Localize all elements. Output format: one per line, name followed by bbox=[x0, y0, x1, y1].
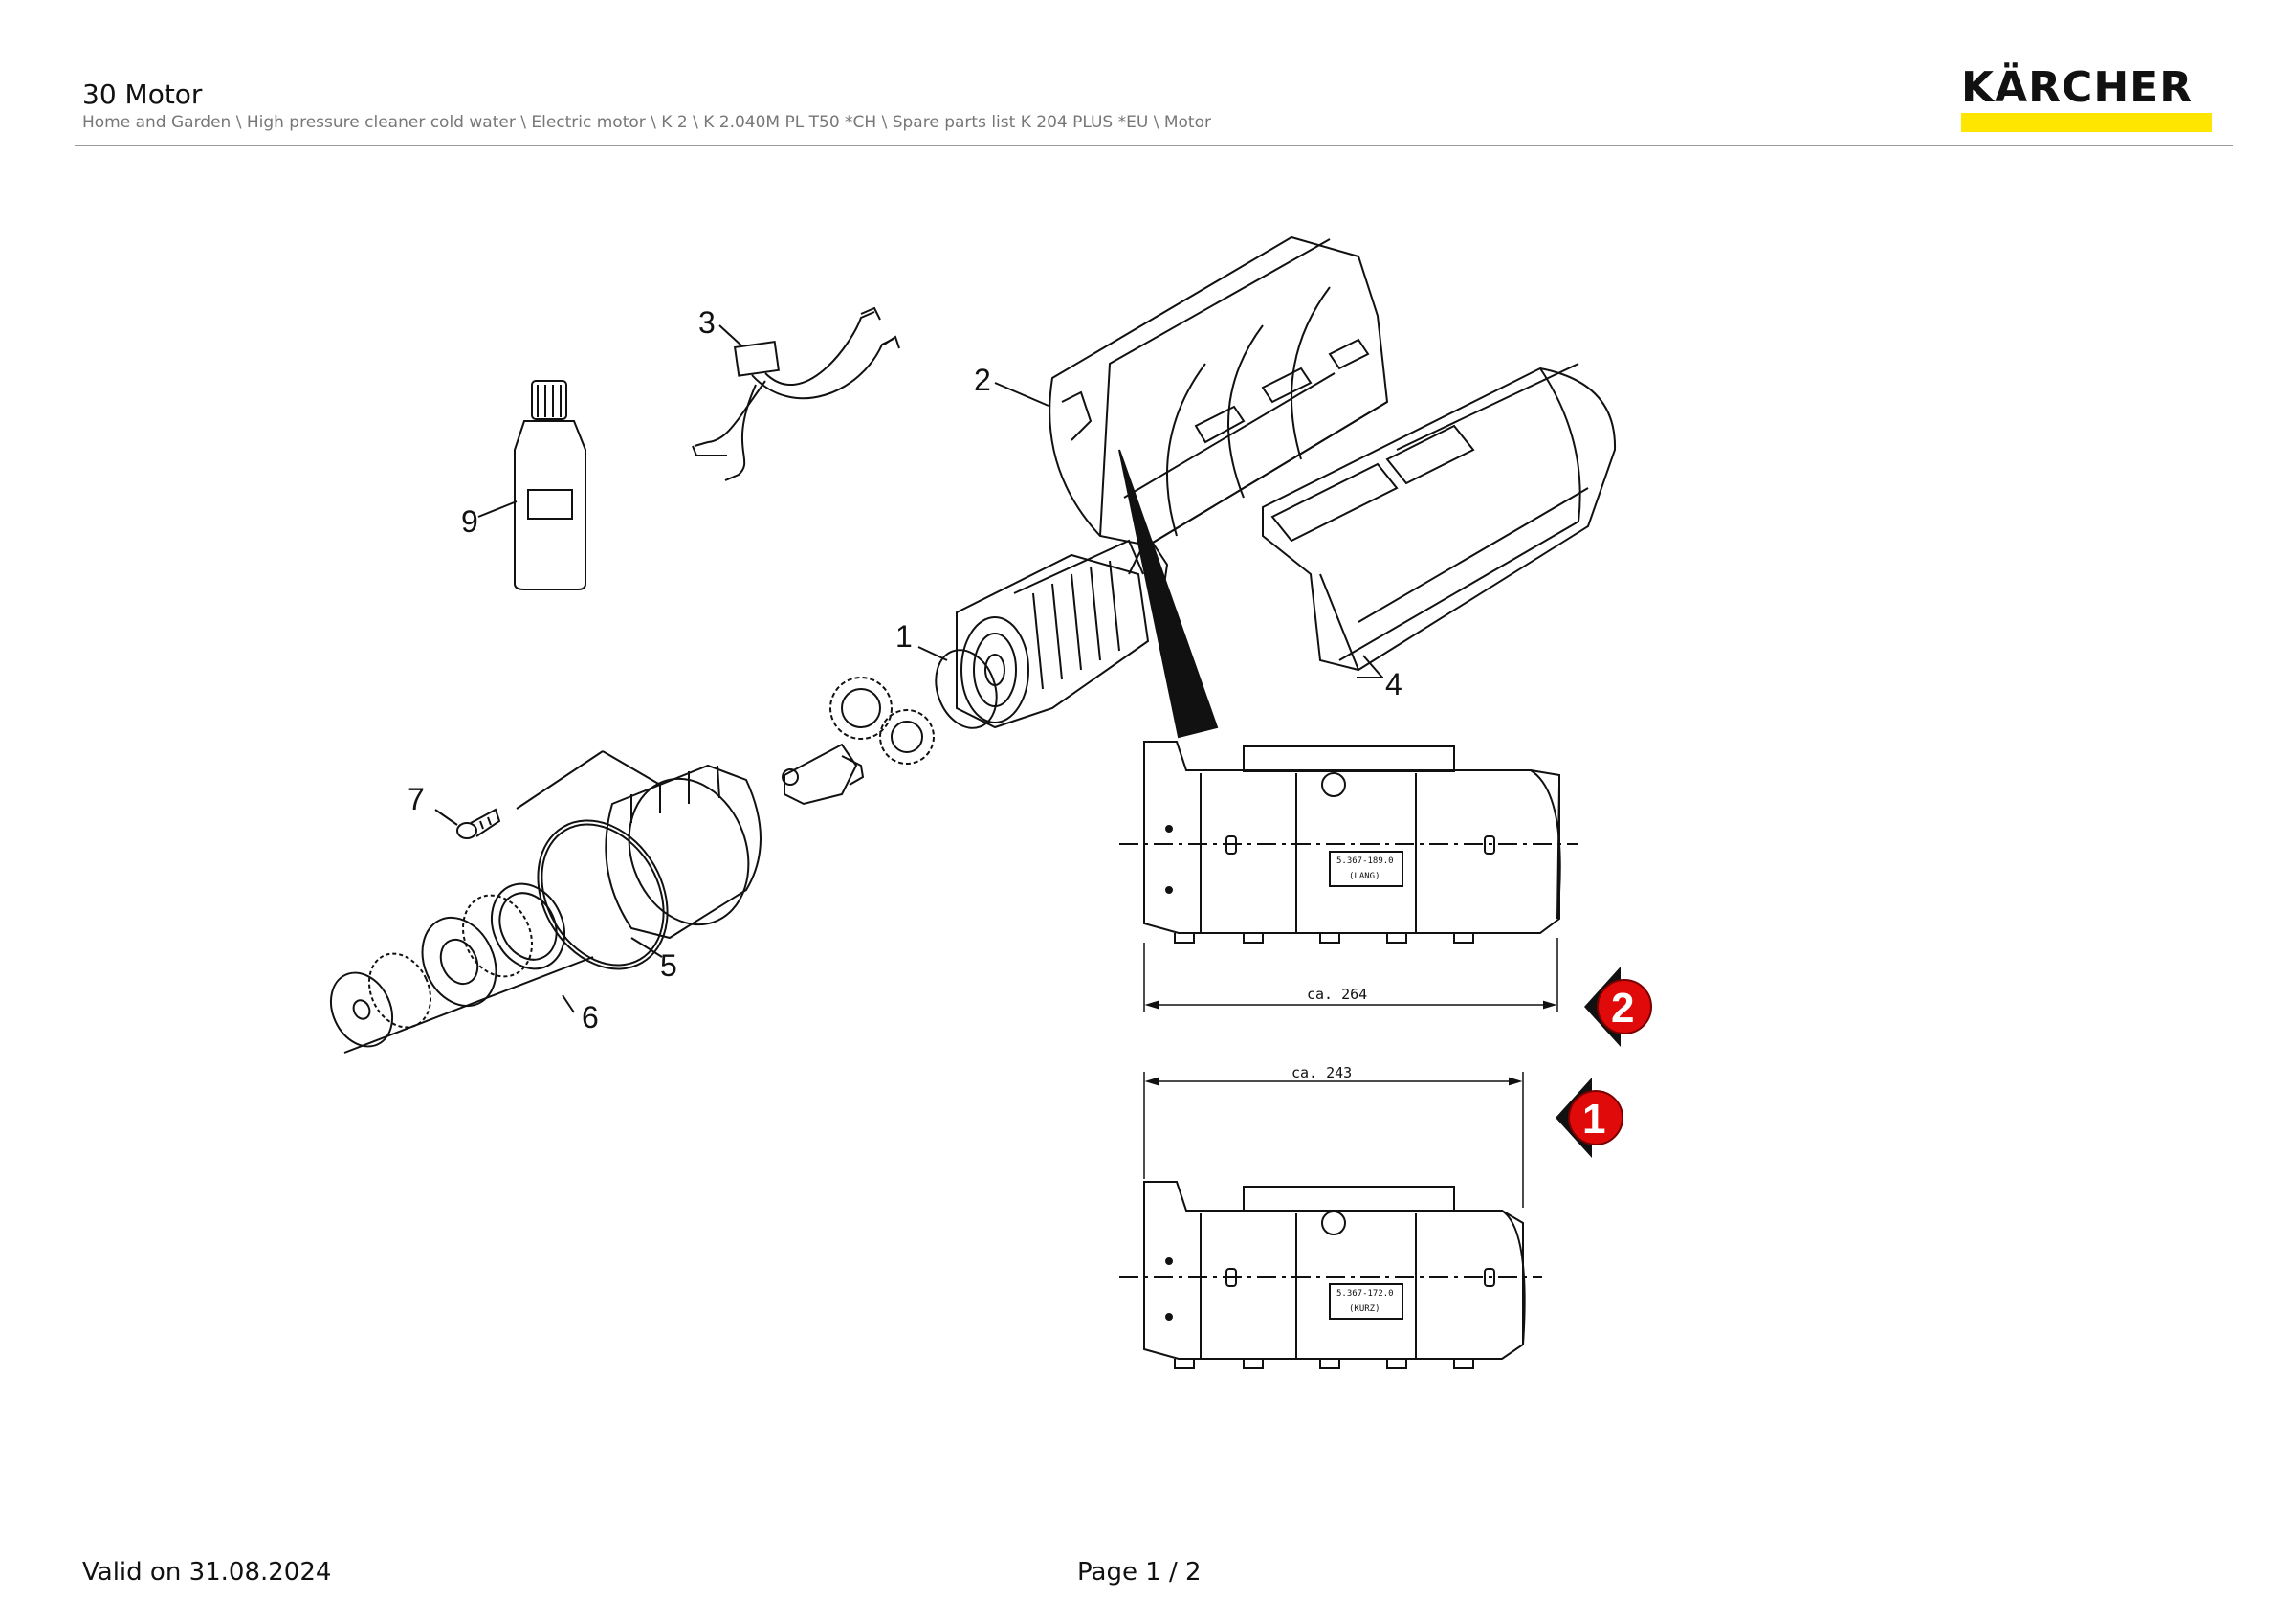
part-4-housing-half bbox=[1262, 363, 1617, 678]
short-part-number: 5.367-172.0 bbox=[1336, 1289, 1394, 1299]
callout-9: 9 bbox=[461, 504, 478, 539]
long-version-outline bbox=[1119, 741, 1578, 1012]
breadcrumb: Home and Garden \ High pressure cleaner … bbox=[82, 113, 1211, 132]
short-variant-label: (KURZ) bbox=[1349, 1304, 1380, 1314]
callout-2: 2 bbox=[974, 363, 991, 397]
part-2-housing-half bbox=[994, 235, 1389, 547]
logo-yellow-bar bbox=[1961, 113, 2212, 132]
callout-5: 5 bbox=[660, 948, 677, 983]
part-5-pump-housing bbox=[516, 750, 762, 970]
valid-date: Valid on 31.08.2024 bbox=[82, 1558, 332, 1587]
kaercher-logo: KÄRCHER bbox=[1961, 63, 2214, 136]
long-dimension: ca. 264 bbox=[1307, 986, 1367, 1003]
callout-4: 4 bbox=[1385, 667, 1402, 701]
part-6-bearing-set bbox=[329, 882, 594, 1054]
badge-short-version: 1 bbox=[1556, 1078, 1623, 1158]
callout-7: 7 bbox=[408, 782, 425, 816]
page-number: Page 1 / 2 bbox=[1077, 1558, 1202, 1587]
long-part-number: 5.367-189.0 bbox=[1336, 856, 1394, 866]
header-divider bbox=[75, 145, 2233, 146]
part-9-oil-bottle bbox=[477, 380, 586, 590]
detail-pointer bbox=[1118, 449, 1219, 739]
part-3-carbon-brushes bbox=[692, 306, 900, 481]
part-1-motor bbox=[917, 534, 1169, 729]
callout-6: 6 bbox=[582, 1000, 599, 1034]
logo-wordmark: KÄRCHER bbox=[1961, 63, 2194, 112]
gear-wheels bbox=[782, 677, 935, 806]
part-7-screw bbox=[434, 808, 501, 839]
badge-long-version: 2 bbox=[1584, 967, 1652, 1047]
short-version-outline bbox=[1119, 1072, 1542, 1369]
page-title: 30 Motor bbox=[82, 78, 203, 110]
callout-3: 3 bbox=[698, 305, 716, 340]
long-variant-label: (LANG) bbox=[1349, 872, 1380, 881]
callout-1: 1 bbox=[895, 619, 913, 654]
badge-short-number: 1 bbox=[1582, 1096, 1605, 1143]
short-dimension: ca. 243 bbox=[1292, 1064, 1352, 1081]
badge-long-number: 2 bbox=[1611, 985, 1634, 1032]
